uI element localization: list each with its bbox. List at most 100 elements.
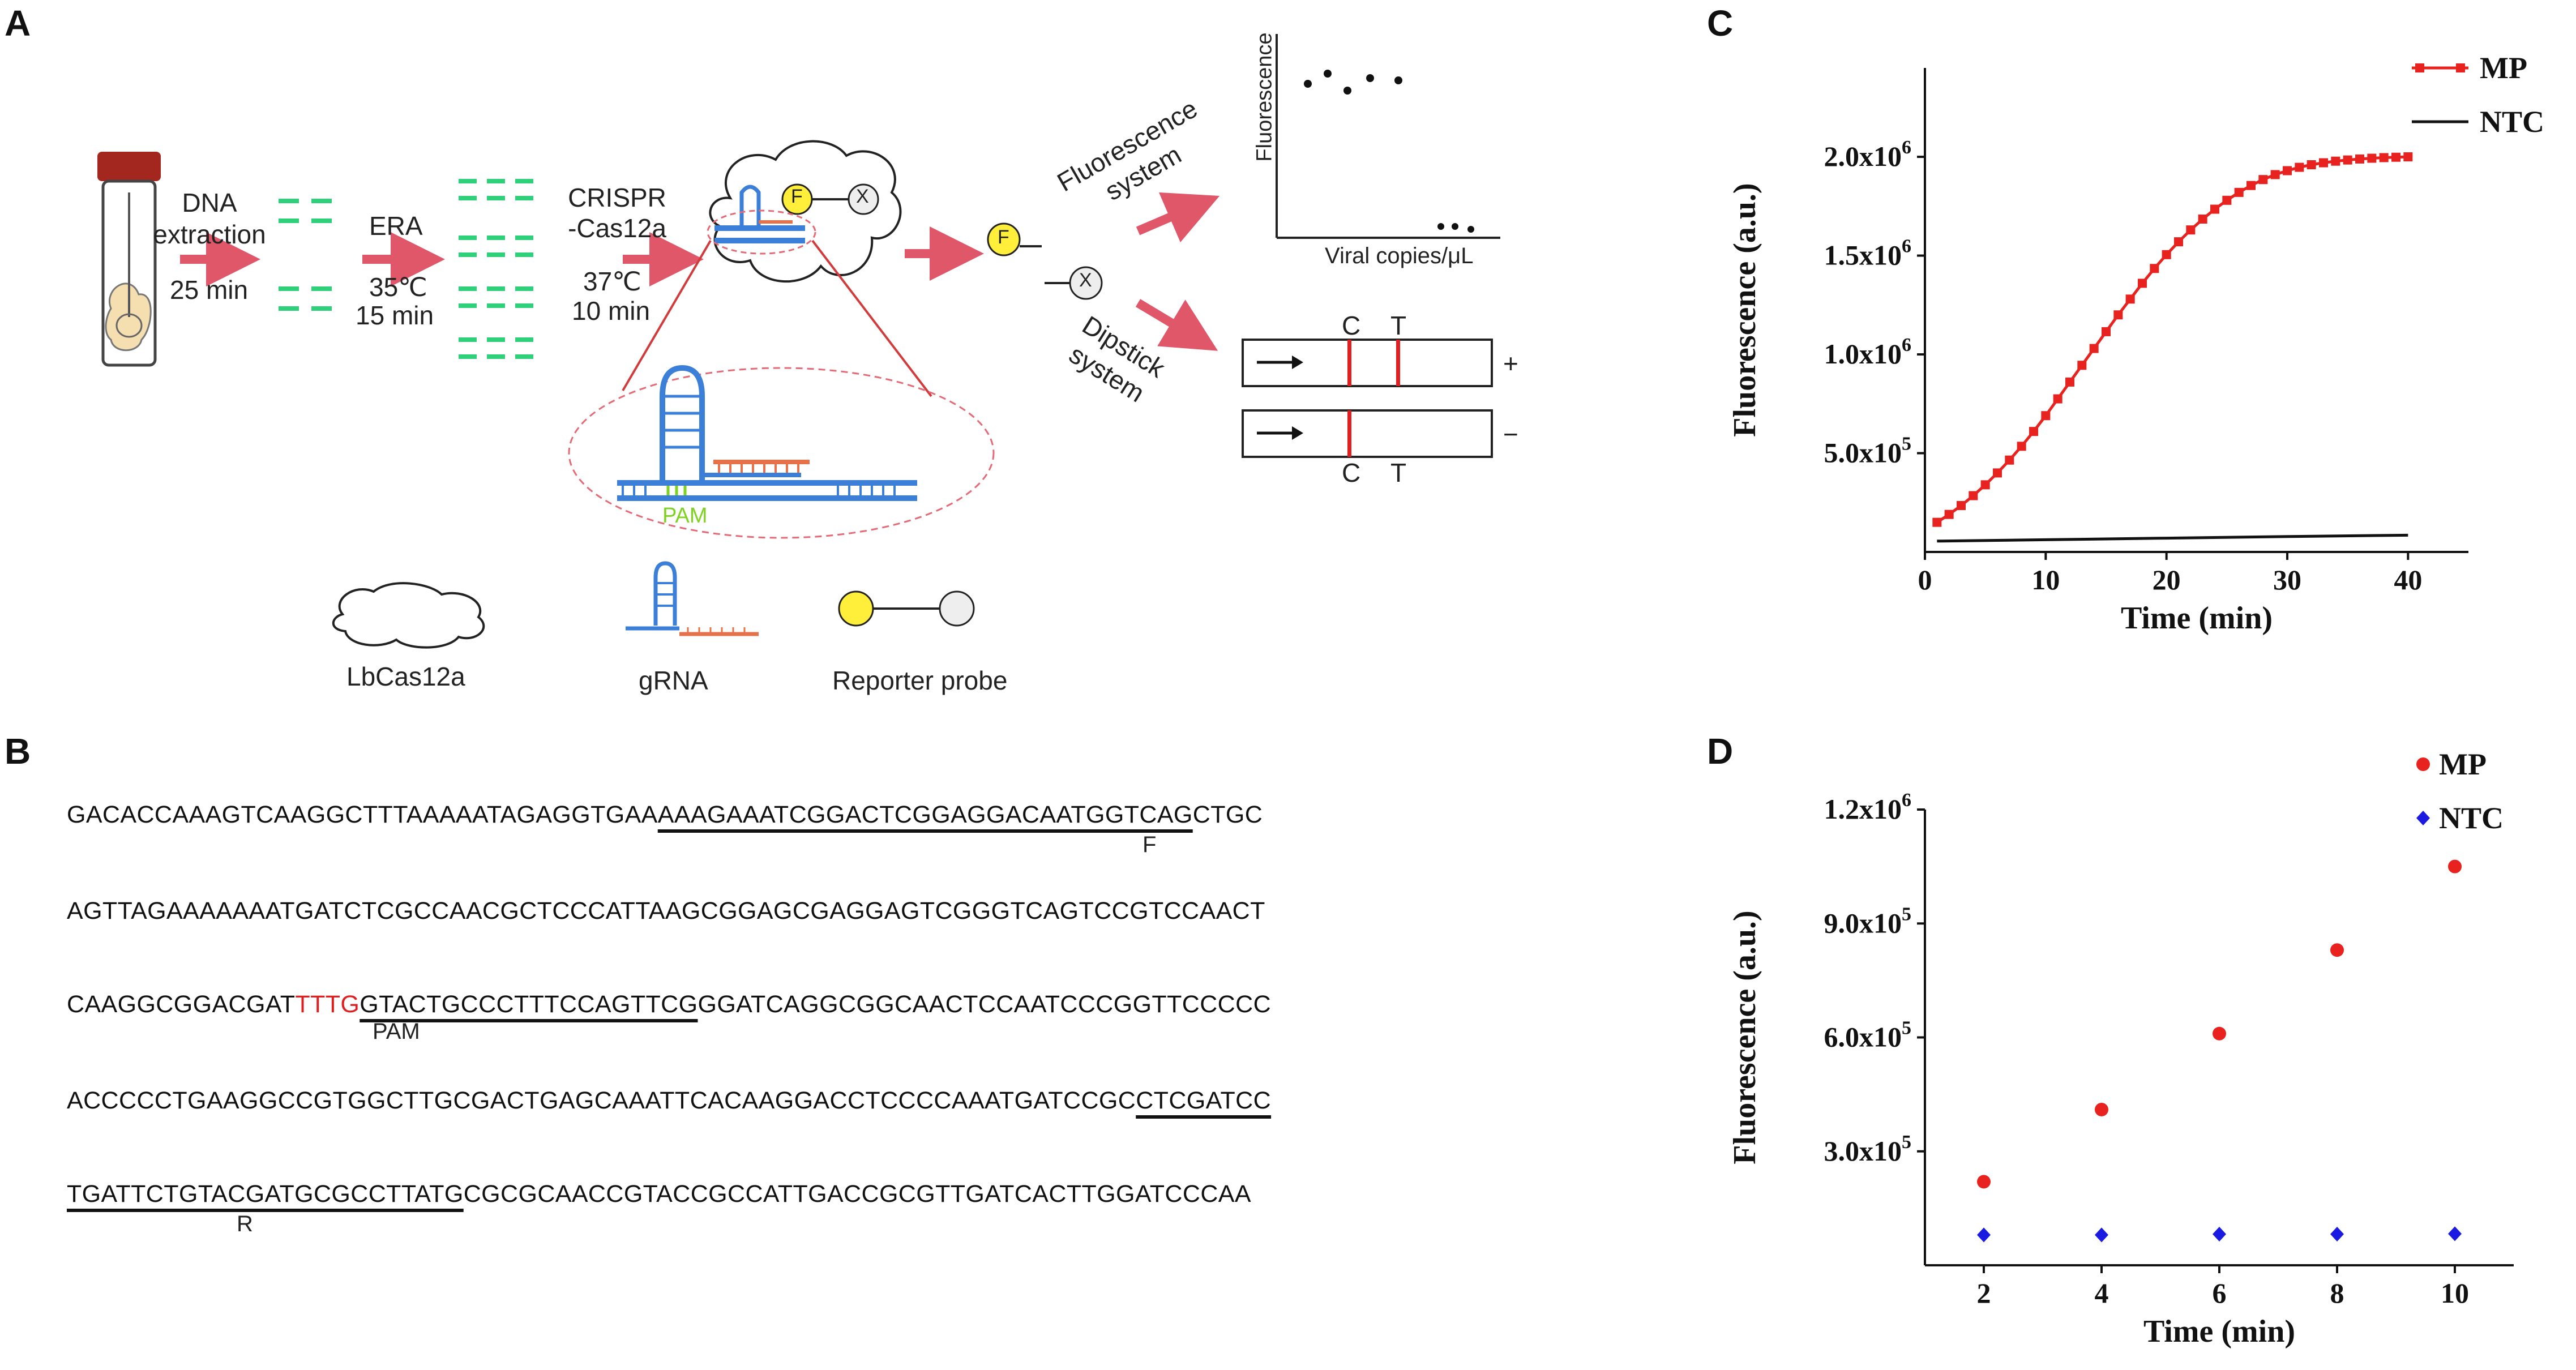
seq1-post: CTGC — [1192, 801, 1263, 828]
series-mp-point — [2089, 344, 2099, 353]
series-mp-point — [2213, 1026, 2226, 1041]
probe-x-label: X — [856, 186, 869, 207]
series-mp-point — [2307, 160, 2316, 169]
sequence-line-1: GACACCAAAGTCAAGGCTTTAAAAATAGAGGTGAAAAAGA… — [67, 801, 1263, 829]
series-mp-point — [2367, 153, 2377, 163]
series-mp-point — [2150, 264, 2159, 273]
series-mp-point — [2319, 158, 2328, 168]
series-ntc-line — [1937, 533, 2408, 543]
x-tick-label: 8 — [2330, 1277, 2344, 1309]
series-mp-point — [2270, 170, 2280, 179]
series-mp-point — [2234, 187, 2244, 197]
legend-ntc-marker — [2416, 811, 2430, 825]
series-mp-point — [1932, 517, 1942, 527]
series-mp-point — [2258, 175, 2268, 185]
grna-target-sequence: GTACTGCCCTTTCCAGTTCG — [360, 991, 698, 1018]
series-mp-point — [2029, 427, 2038, 436]
series-mp-point — [2186, 225, 2196, 235]
series-mp-point — [2095, 1102, 2108, 1116]
legend-cas12a-label: LbCas12a — [346, 662, 465, 691]
reverse-primer-part2: TGATTCTGTACGATGCGCCTTATG — [67, 1180, 464, 1208]
legend-probe-label: Reporter probe — [832, 666, 1008, 695]
series-mp-point — [2295, 162, 2304, 172]
inset-ylabel: Fluorescence — [1252, 32, 1277, 162]
series-mp-point — [2355, 154, 2364, 164]
series-mp-point — [1944, 510, 1954, 519]
series-mp-line — [1936, 155, 2408, 524]
strip-t-bottom: T — [1390, 458, 1407, 487]
x-tick-label: 4 — [2095, 1277, 2109, 1309]
series-mp-point — [1977, 1175, 1991, 1189]
step2-time: 15 min — [356, 301, 434, 330]
legend-mp-marker — [2416, 757, 2430, 771]
dna-dashes — [279, 179, 533, 359]
reverse-primer-part1: CTCGATCC — [1136, 1087, 1272, 1114]
step3-label: CRISPR -Cas12a — [568, 183, 666, 243]
probe-f-label: F — [791, 186, 803, 207]
panel-letter-a: A — [5, 3, 31, 44]
legend-grna-icon — [626, 561, 759, 636]
series-ntc-point — [2095, 1227, 2108, 1243]
series-mp-point — [1957, 500, 1966, 510]
series-mp-point — [2125, 294, 2135, 304]
series-mp-point — [2113, 310, 2123, 320]
series-mp-point — [1993, 468, 2002, 478]
series-mp-point — [2379, 153, 2389, 162]
series-mp-point — [2041, 411, 2051, 421]
strip-negative: − — [1503, 419, 1518, 449]
y-tick-label: 1.5x106 — [1824, 236, 1912, 271]
series-mp-point — [2283, 166, 2292, 175]
step3-time: 10 min — [572, 296, 651, 326]
seq5-post: CGCGCAACCGTACCGCCATTGACCGCGTTGATCACTTGGA… — [463, 1180, 1251, 1208]
x-tick-label: 10 — [2441, 1277, 2469, 1309]
series-mp-point — [2222, 195, 2232, 205]
y-axis-label: Fluorescence (a.u.) — [1732, 910, 1762, 1164]
reverse-primer-mark: R — [237, 1211, 253, 1236]
sequence-line-2: AGTTAGAAAAAAATGATCTCGCCAACGCTCCCATTAAGCG… — [67, 897, 1265, 925]
legend-ntc-label: NTC — [2480, 105, 2544, 139]
y-tick-label: 6.0x105 — [1824, 1018, 1912, 1053]
legend-ntc-label: NTC — [2439, 801, 2504, 835]
series-mp-point — [2391, 152, 2400, 162]
series-mp-point — [2174, 237, 2183, 247]
x-tick-label: 40 — [2394, 564, 2422, 596]
seq1-pre: GACACCAAAGTCAAGGCTTTAAAAATAGAGGTGAA — [67, 801, 658, 828]
series-ntc-point — [2448, 1226, 2462, 1241]
fluorescence-inset-plot — [1276, 34, 1500, 239]
forward-primer: AAAGAAATCGGACTCGGAGGACAATGGTCAG — [657, 801, 1193, 828]
sample-tube-icon — [97, 152, 161, 367]
x-tick-label: 0 — [1918, 564, 1932, 596]
dipstick-strips — [1242, 339, 1493, 458]
series-mp-point — [2077, 361, 2087, 370]
x-tick-label: 6 — [2213, 1277, 2227, 1309]
panel-letter-c: C — [1707, 3, 1734, 44]
panel-letter-d: D — [1707, 731, 1734, 772]
series-mp-point — [1969, 491, 1978, 500]
y-tick-label: 1.0x106 — [1824, 335, 1912, 370]
legend-mp-label: MP — [2480, 51, 2527, 85]
series-mp-point — [2331, 156, 2340, 166]
series-ntc-point — [2330, 1226, 2344, 1241]
step3-temp: 37℃ — [583, 267, 641, 296]
cleaved-x-label: X — [1079, 269, 1092, 291]
seq4-pre: ACCCCCTGAAGGCCGTGGCTTGCGACTGAGCAAATTCACA… — [67, 1087, 1136, 1114]
sequence-line-5: TGATTCTGTACGATGCGCCTTATGCGCGCAACCGTACCGC… — [67, 1180, 1251, 1208]
series-ntc-point — [2213, 1226, 2226, 1241]
x-axis-label: Time (min) — [2121, 601, 2273, 636]
series-mp-point — [2246, 181, 2256, 190]
series-mp-point — [2138, 279, 2147, 288]
x-tick-label: 2 — [1977, 1277, 1991, 1309]
sequence-line-4: ACCCCCTGAAGGCCGTGGCTTGCGACTGAGCAAATTCACA… — [67, 1087, 1271, 1115]
sequence-line-3: CAAGGCGGACGATTTTGGTACTGCCCTTTCCAGTTCGGGA… — [67, 991, 1271, 1018]
legend-probe-icon — [838, 590, 975, 627]
series-mp-point — [2330, 943, 2344, 957]
series-mp-point — [2005, 455, 2014, 465]
series-mp-point — [2343, 155, 2352, 165]
step1-label: DNA extraction — [153, 188, 266, 249]
pam-label: PAM — [662, 504, 708, 528]
strip-c-top: C — [1342, 311, 1361, 340]
pam-sequence: TTTG — [295, 991, 360, 1018]
series-mp-point — [2210, 204, 2219, 214]
step2-temp: 35℃ — [369, 272, 427, 302]
